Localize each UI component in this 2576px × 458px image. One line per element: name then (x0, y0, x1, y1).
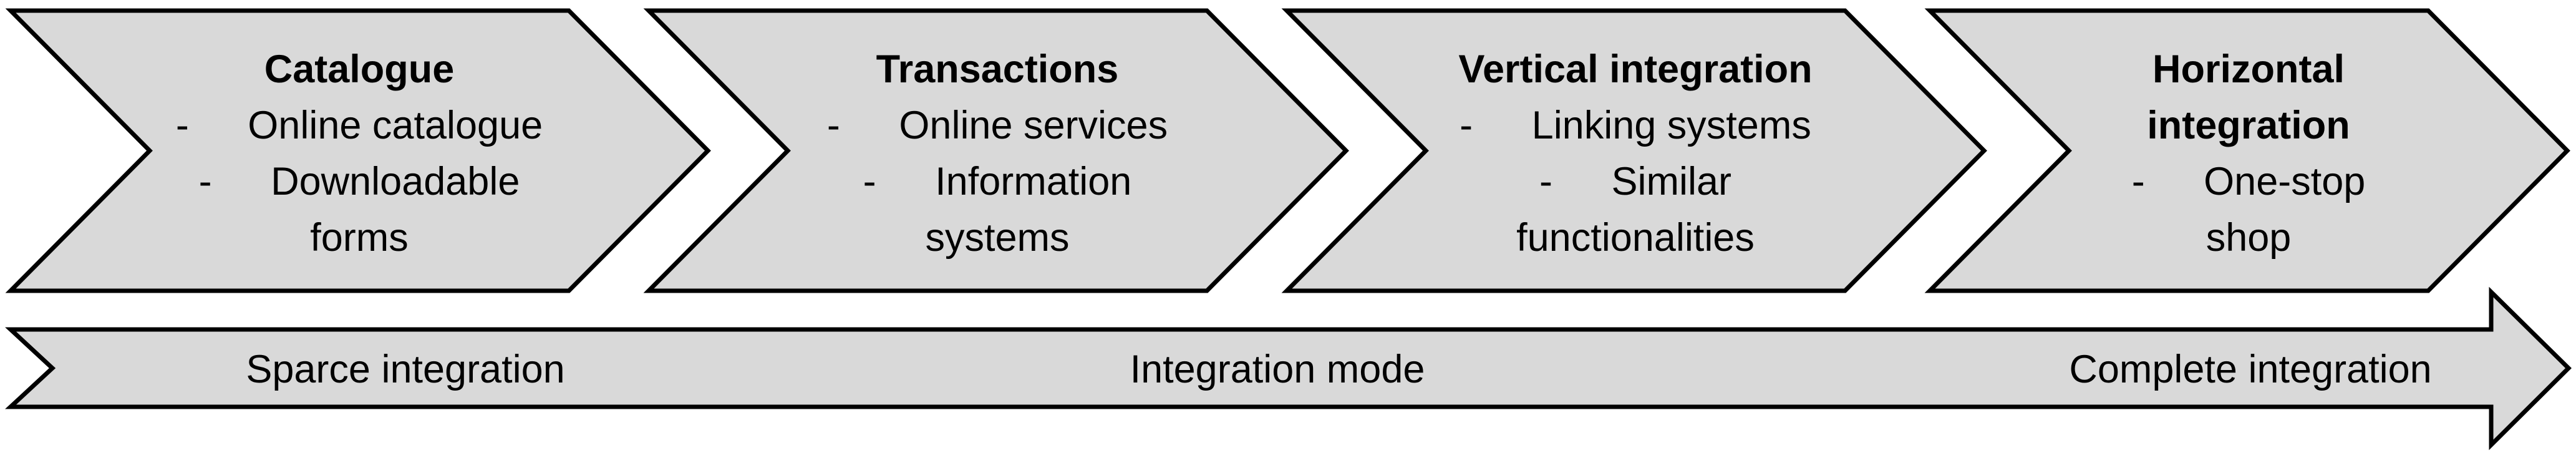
stage-line: - Linking systems (1460, 104, 1811, 147)
stage-text-transactions: Transactions - Online services - Informati… (717, 41, 1278, 266)
integration-axis-arrow (5, 286, 2572, 451)
stage-line: Horizontal (2152, 47, 2345, 91)
axis-label-integration-mode: Integration mode (1130, 348, 1425, 391)
stage-line: - One-stop (2131, 160, 2366, 203)
axis-label-complete-integration: Complete integration (2069, 348, 2432, 391)
stage-chevron-vertical-integration (1281, 8, 1987, 293)
stage-text-horizontal-integration: Horizontal integration - One-stop shop (1968, 41, 2529, 266)
axis-label-sparse-integration: Sparce integration (246, 348, 565, 391)
stage-text-vertical-integration: Vertical integration - Linking systems - S… (1355, 41, 1916, 266)
stage-text-catalogue: Catalogue - Online catalogue - Downloadabl… (79, 41, 640, 266)
stage-line: functionalities (1516, 216, 1755, 260)
stage-line: shop (2206, 216, 2292, 260)
stage-line: - Information (863, 160, 1132, 203)
stage-line: Catalogue (264, 47, 455, 91)
stage-line: systems (925, 216, 1070, 260)
stage-chevron-horizontal-integration (1924, 8, 2570, 293)
stage-line: integration (2147, 104, 2350, 147)
stage-line: - Online catalogue (175, 104, 543, 147)
stage-line: - Similar (1539, 160, 1731, 203)
stage-line: - Downloadable (198, 160, 520, 203)
stage-chevron-catalogue (5, 8, 711, 293)
stage-line: Transactions (876, 47, 1119, 91)
stage-line: - Online services (826, 104, 1168, 147)
stage-line: forms (310, 216, 409, 260)
stage-chevron-transactions (643, 8, 1349, 293)
stage-line: Vertical integration (1458, 47, 1813, 91)
